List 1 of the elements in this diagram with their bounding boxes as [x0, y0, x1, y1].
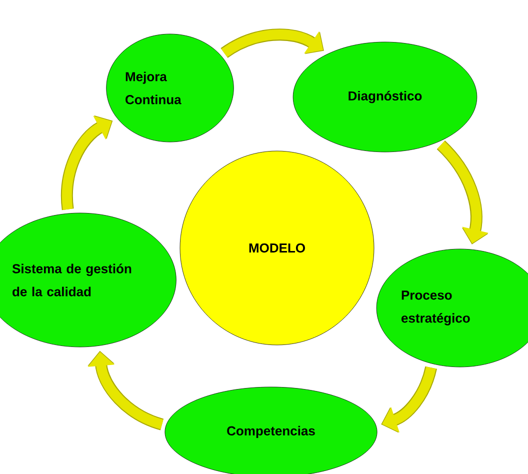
curved-arrow [220, 28, 324, 58]
